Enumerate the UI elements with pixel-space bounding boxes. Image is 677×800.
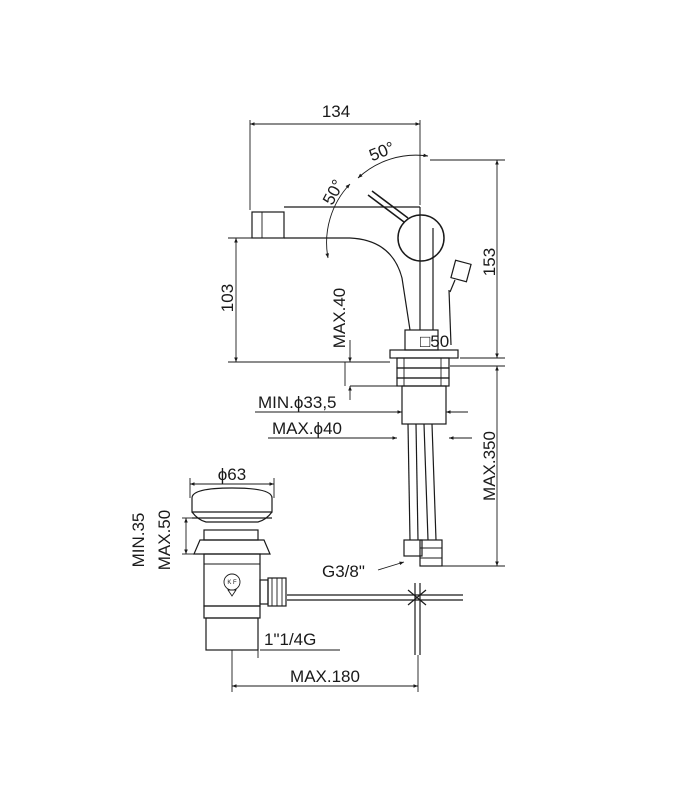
mixer-body: [251, 190, 472, 425]
dim-waste-thread: 1"1/4G: [264, 630, 316, 649]
dim-square-base: □50: [420, 332, 449, 351]
dim-angle-left: 50°: [319, 176, 348, 208]
dim-hole-min: MIN.ϕ33,5: [258, 393, 337, 412]
dim-waste-min: MIN.35: [129, 513, 148, 568]
pop-up-rod: [287, 583, 463, 655]
dim-total-height: 153: [480, 248, 499, 276]
dim-waste-diameter: ϕ63: [218, 465, 246, 484]
dim-angle-right: 50°: [366, 138, 397, 165]
waste-logo: K F: [227, 580, 237, 586]
waste-assembly: K F: [191, 487, 287, 651]
dim-hole-max: MAX.ϕ40: [272, 419, 342, 438]
dim-width-top: 134: [322, 102, 350, 121]
dim-rod-length: MAX.180: [290, 667, 360, 686]
dim-waste-max: MAX.50: [155, 510, 174, 570]
dim-max-thickness: MAX.40: [330, 288, 349, 348]
dim-spout-height: 103: [218, 284, 237, 312]
supply-hoses: [403, 423, 443, 567]
dimension-lines: [182, 120, 505, 692]
dim-thread: G3/8": [322, 562, 365, 581]
dim-hose-length: MAX.350: [480, 431, 499, 501]
